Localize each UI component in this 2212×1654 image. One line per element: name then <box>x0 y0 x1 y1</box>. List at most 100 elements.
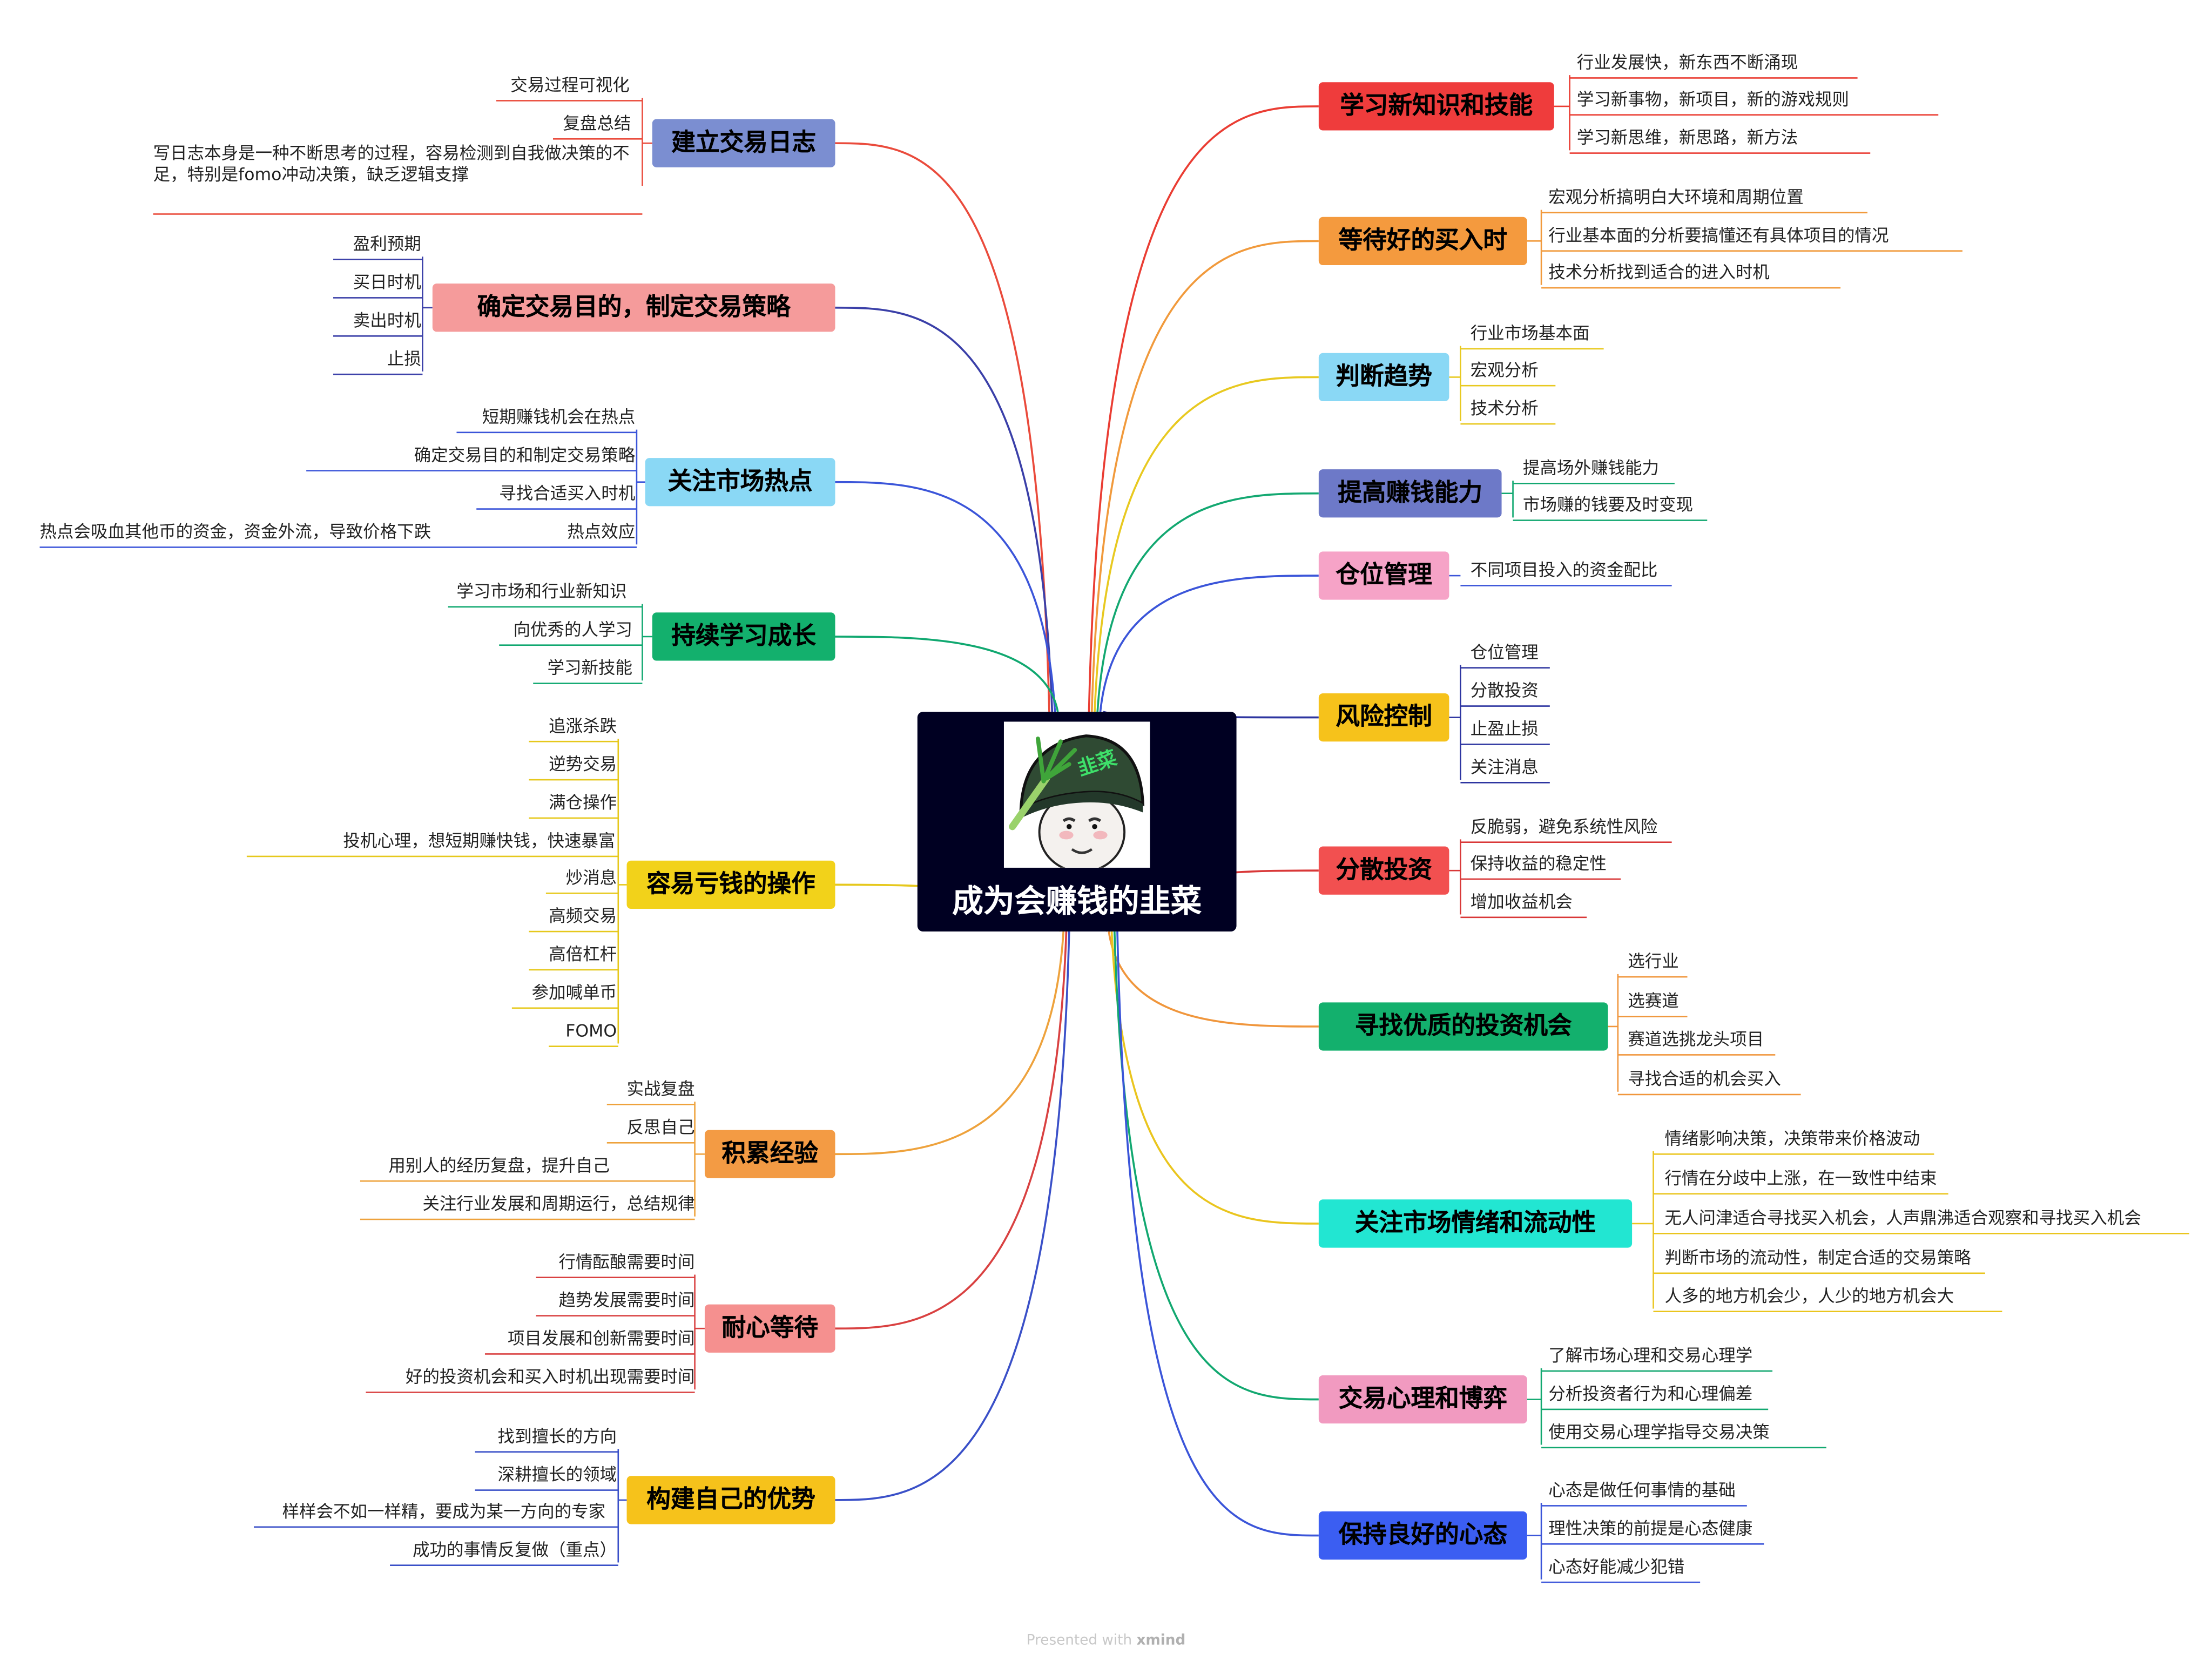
left-topic-4-leaf-8[interactable]: FOMO <box>565 1021 617 1041</box>
right-topic-1-leaf-0[interactable]: 宏观分析搞明白大环境和周期位置 <box>1548 187 1804 207</box>
right-topic-2[interactable]: 判断趋势 <box>1318 353 1449 402</box>
right-topic-7[interactable]: 寻找优质的投资机会 <box>1318 1002 1608 1051</box>
left-topic-0-leaf-2[interactable]: 写日志本身是一种不断思考的过程，容易检测到自我做决策的不足，特别是fomo冲动决… <box>153 143 630 185</box>
connector <box>1096 492 1319 712</box>
right-topic-4-leaf-0[interactable]: 不同项目投入的资金配比 <box>1470 560 1658 580</box>
right-topic-1[interactable]: 等待好的买入时 <box>1318 217 1527 265</box>
left-topic-0-leaf-0[interactable]: 交易过程可视化 <box>510 75 630 95</box>
right-topic-6[interactable]: 分散投资 <box>1318 846 1449 895</box>
left-topic-4-leaf-0[interactable]: 追涨杀跌 <box>549 715 617 736</box>
left-topic-2[interactable]: 关注市场热点 <box>645 458 835 507</box>
connector <box>1088 105 1319 712</box>
connector <box>1099 575 1319 712</box>
left-topic-6[interactable]: 耐心等待 <box>704 1304 835 1353</box>
right-topic-5-leaf-3[interactable]: 关注消息 <box>1470 757 1539 777</box>
left-topic-0[interactable]: 建立交易日志 <box>652 119 835 167</box>
left-topic-2-leaf-4[interactable]: 热点会吸血其他币的资金，资金外流，导致价格下跌 <box>39 522 431 542</box>
central-topic[interactable]: 韭菜 成为会赚钱的韭菜 <box>917 712 1237 932</box>
left-topic-6-leaf-0[interactable]: 行情酝酿需要时间 <box>558 1252 695 1272</box>
right-topic-10-leaf-2[interactable]: 心态好能减少犯错 <box>1548 1556 1685 1577</box>
left-topic-5-leaf-1[interactable]: 反思自己 <box>626 1117 695 1137</box>
right-topic-0[interactable]: 学习新知识和技能 <box>1318 82 1554 131</box>
left-topic-4-leaf-2[interactable]: 满仓操作 <box>549 792 617 813</box>
left-topic-2-leaf-1[interactable]: 确定交易目的和制定交易策略 <box>414 445 636 465</box>
right-topic-0-leaf-2[interactable]: 学习新思维，新思路，新方法 <box>1576 127 1798 148</box>
left-topic-5-leaf-3[interactable]: 关注行业发展和周期运行，总结规律 <box>422 1193 695 1214</box>
left-topic-4-leaf-3[interactable]: 投机心理，想短期赚快钱，快速暴富 <box>343 831 616 851</box>
left-topic-2-leaf-3[interactable]: 热点效应 <box>567 522 636 542</box>
right-topic-10-leaf-1[interactable]: 理性决策的前提是心态健康 <box>1548 1518 1753 1538</box>
left-topic-4-leaf-4[interactable]: 炒消息 <box>565 867 617 888</box>
left-topic-7-leaf-0[interactable]: 找到擅长的方向 <box>497 1426 617 1447</box>
left-topic-3-leaf-2[interactable]: 学习新技能 <box>547 658 633 678</box>
right-topic-10-leaf-0[interactable]: 心态是做任何事情的基础 <box>1548 1480 1736 1500</box>
left-topic-1-leaf-3[interactable]: 止损 <box>387 348 421 369</box>
left-topic-2-leaf-0[interactable]: 短期赚钱机会在热点 <box>482 407 636 427</box>
left-topic-6-leaf-1[interactable]: 趋势发展需要时间 <box>558 1290 695 1311</box>
left-topic-3-leaf-1[interactable]: 向优秀的人学习 <box>513 619 633 640</box>
right-topic-4[interactable]: 仓位管理 <box>1318 551 1449 600</box>
left-topic-5-leaf-2[interactable]: 用别人的经历复盘，提升自己 <box>388 1155 610 1176</box>
right-topic-3[interactable]: 提高赚钱能力 <box>1318 469 1502 518</box>
connector <box>835 636 1059 712</box>
right-topic-5-leaf-2[interactable]: 止盈止损 <box>1470 719 1539 739</box>
left-topic-4-leaf-5[interactable]: 高频交易 <box>549 906 617 926</box>
left-topic-1-leaf-2[interactable]: 卖出时机 <box>353 310 421 330</box>
right-topic-1-leaf-2[interactable]: 技术分析找到适合的进入时机 <box>1548 262 1770 282</box>
left-topic-6-leaf-3[interactable]: 好的投资机会和买入时机出现需要时间 <box>405 1367 695 1387</box>
left-topic-0-leaf-1[interactable]: 复盘总结 <box>563 113 631 133</box>
right-topic-6-leaf-2[interactable]: 增加收益机会 <box>1470 892 1573 912</box>
left-topic-7[interactable]: 构建自己的优势 <box>626 1476 835 1524</box>
right-topic-2-leaf-0[interactable]: 行业市场基本面 <box>1470 323 1590 343</box>
right-topic-3-leaf-0[interactable]: 提高场外赚钱能力 <box>1522 458 1660 478</box>
left-topic-3[interactable]: 持续学习成长 <box>652 612 835 661</box>
left-topic-4-leaf-7[interactable]: 参加喊单币 <box>531 982 617 1003</box>
right-topic-6-leaf-1[interactable]: 保持收益的稳定性 <box>1470 853 1607 874</box>
left-topic-3-leaf-0[interactable]: 学习市场和行业新知识 <box>456 581 627 602</box>
left-topic-1-leaf-0[interactable]: 盈利预期 <box>353 234 421 254</box>
right-topic-9-leaf-1[interactable]: 分析投资者行为和心理偏差 <box>1548 1383 1753 1404</box>
right-topic-7-leaf-2[interactable]: 赛道选挑龙头项目 <box>1628 1029 1764 1049</box>
right-topic-7-leaf-0[interactable]: 选行业 <box>1628 951 1679 971</box>
right-topic-8[interactable]: 关注市场情绪和流动性 <box>1318 1199 1633 1248</box>
left-topic-1-leaf-1[interactable]: 买日时机 <box>353 272 421 292</box>
right-topic-9-leaf-2[interactable]: 使用交易心理学指导交易决策 <box>1548 1422 1770 1442</box>
connector <box>835 481 1056 712</box>
right-topic-10[interactable]: 保持良好的心态 <box>1318 1511 1527 1560</box>
left-topic-4-leaf-6[interactable]: 高倍杠杆 <box>549 944 617 964</box>
right-topic-5-leaf-0[interactable]: 仓位管理 <box>1470 642 1539 663</box>
right-topic-1-leaf-1[interactable]: 行业基本面的分析要搞懂还有具体项目的情况 <box>1548 225 1889 246</box>
connector <box>1090 240 1319 712</box>
left-topic-2-leaf-2[interactable]: 寻找合适买入时机 <box>499 483 636 504</box>
connector <box>1110 931 1319 1225</box>
right-topic-5[interactable]: 风险控制 <box>1318 693 1449 742</box>
left-topic-7-leaf-2[interactable]: 样样会不如一样精，要成为某一方向的专家 <box>282 1501 606 1522</box>
left-topic-5-leaf-0[interactable]: 实战复盘 <box>626 1079 695 1099</box>
right-topic-0-leaf-0[interactable]: 行业发展快，新东西不断涌现 <box>1576 52 1798 72</box>
xmind-brand: xmind <box>1136 1633 1186 1649</box>
right-topic-9[interactable]: 交易心理和博弈 <box>1318 1375 1527 1424</box>
connector <box>835 931 1070 1501</box>
right-topic-2-leaf-2[interactable]: 技术分析 <box>1470 398 1539 418</box>
right-topic-2-leaf-1[interactable]: 宏观分析 <box>1470 360 1539 380</box>
left-topic-7-leaf-3[interactable]: 成功的事情反复做（重点） <box>413 1540 617 1560</box>
right-topic-7-leaf-3[interactable]: 寻找合适的机会买入 <box>1628 1069 1781 1089</box>
right-topic-0-leaf-1[interactable]: 学习新事物，新项目，新的游戏规则 <box>1576 89 1849 110</box>
left-topic-4-leaf-1[interactable]: 逆势交易 <box>549 754 617 774</box>
right-topic-8-leaf-4[interactable]: 人多的地方机会少，人少的地方机会大 <box>1664 1286 1954 1306</box>
left-topic-4[interactable]: 容易亏钱的操作 <box>626 860 835 909</box>
right-topic-3-leaf-1[interactable]: 市场赚的钱要及时变现 <box>1522 495 1694 515</box>
right-topic-5-leaf-1[interactable]: 分散投资 <box>1470 680 1539 701</box>
left-topic-1[interactable]: 确定交易目的，制定交易策略 <box>432 283 835 332</box>
left-topic-7-leaf-1[interactable]: 深耕擅长的领域 <box>497 1464 617 1485</box>
right-topic-8-leaf-2[interactable]: 无人问津适合寻找买入机会，人声鼎沸适合观察和寻找买入机会 <box>1664 1208 2141 1228</box>
right-topic-6-leaf-0[interactable]: 反脆弱，避免系统性风险 <box>1470 816 1658 837</box>
right-topic-8-leaf-3[interactable]: 判断市场的流动性，制定合适的交易策略 <box>1664 1247 1971 1268</box>
right-topic-7-leaf-1[interactable]: 选赛道 <box>1628 991 1679 1011</box>
left-topic-6-leaf-2[interactable]: 项目发展和创新需要时间 <box>507 1328 695 1348</box>
right-topic-8-leaf-0[interactable]: 情绪影响决策，决策带来价格波动 <box>1664 1129 1920 1149</box>
left-topic-5[interactable]: 积累经验 <box>704 1130 835 1178</box>
right-topic-9-leaf-0[interactable]: 了解市场心理和交易心理学 <box>1548 1345 1753 1366</box>
right-topic-8-leaf-1[interactable]: 行情在分歧中上涨，在一致性中结束 <box>1664 1168 1937 1189</box>
